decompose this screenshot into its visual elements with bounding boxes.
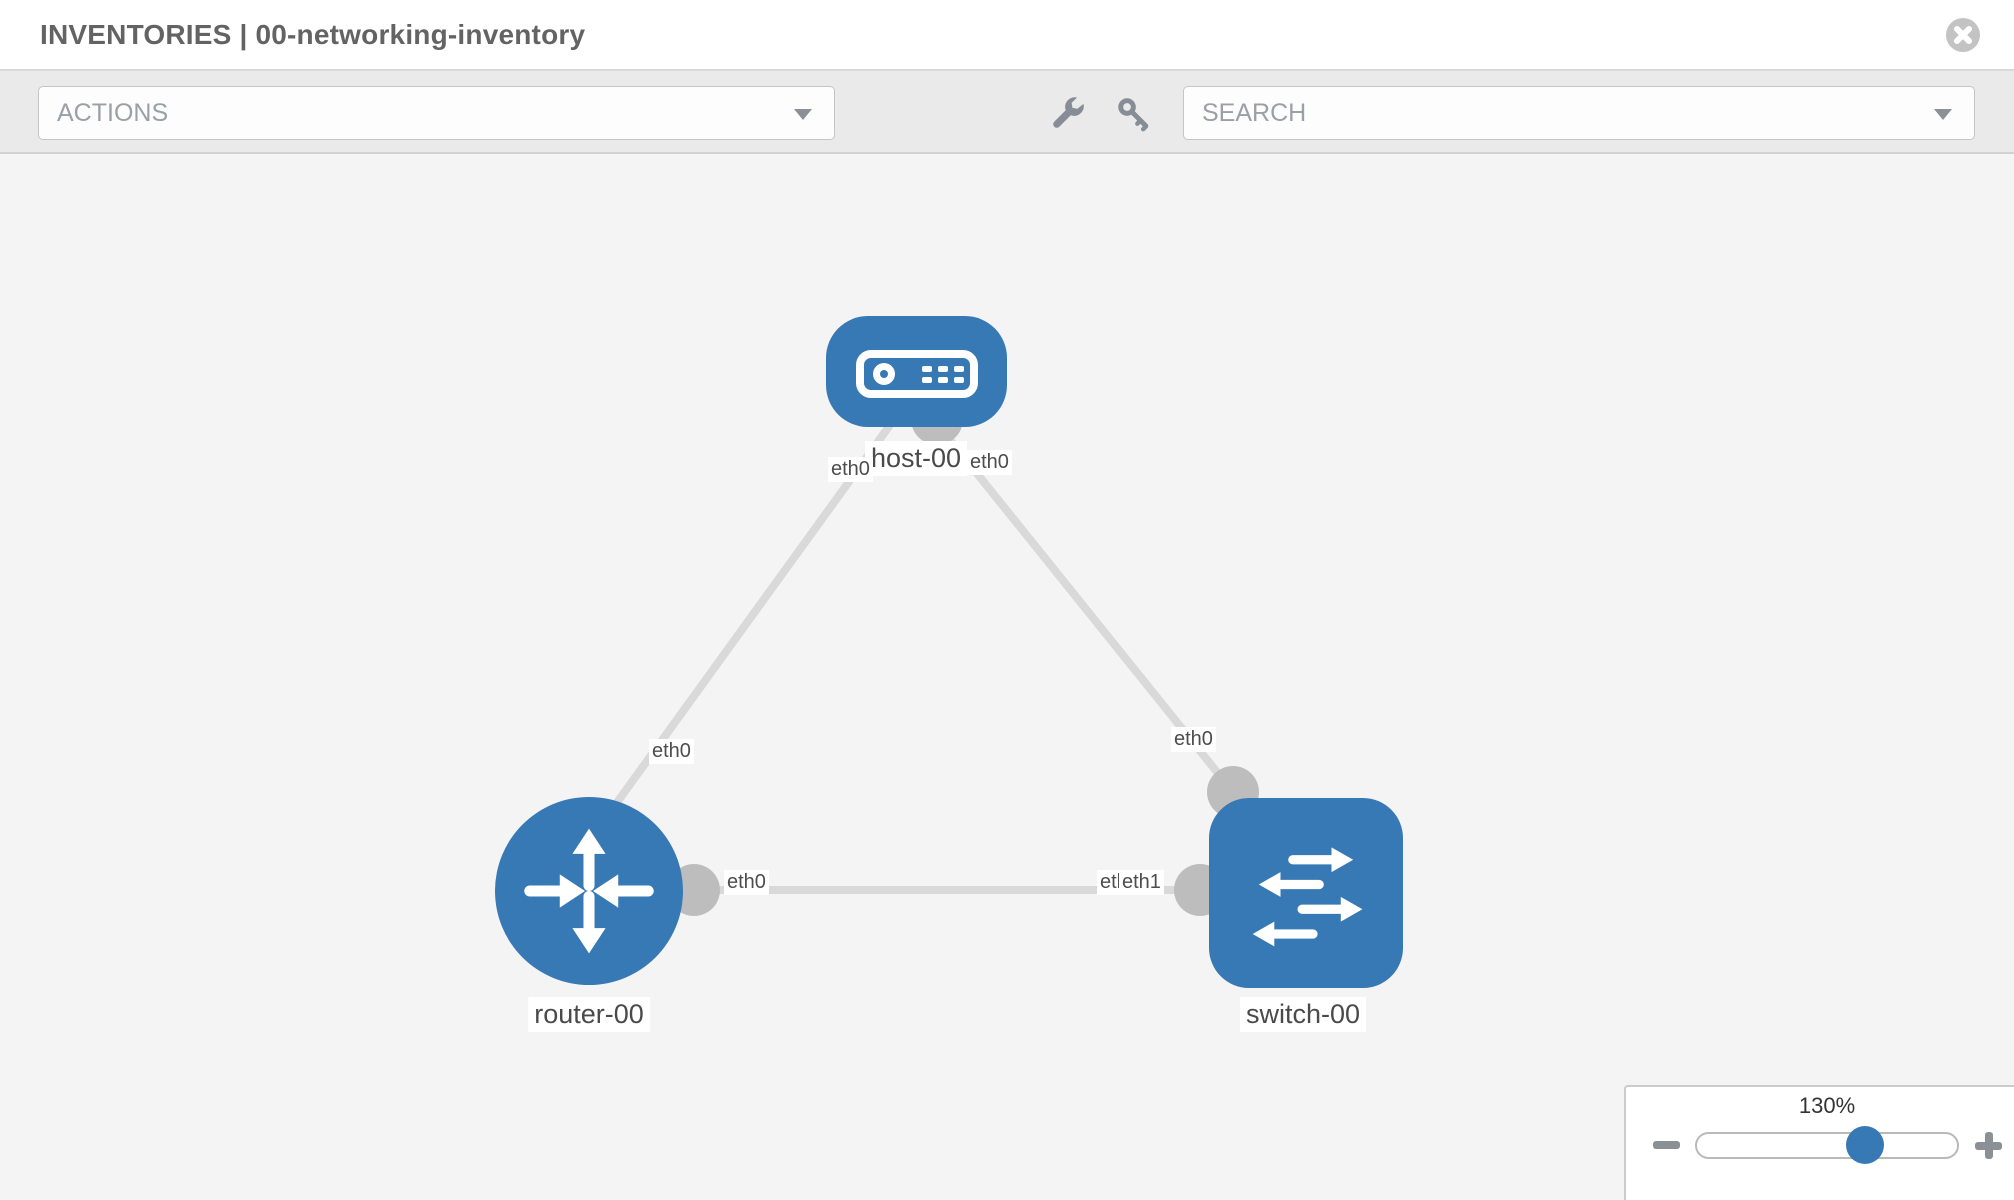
zoom-slider-thumb[interactable]: [1846, 1126, 1884, 1164]
node-router-00[interactable]: [495, 797, 683, 985]
configure-button[interactable]: [1045, 92, 1089, 136]
zoom-control-panel: 130%: [1624, 1085, 2014, 1200]
node-label-switch: switch-00: [1239, 997, 1367, 1032]
toolbar: ACTIONS SEARCH: [0, 71, 2014, 154]
zoom-out-button[interactable]: [1653, 1141, 1680, 1149]
node-label-router: router-00: [528, 997, 650, 1032]
page-title: INVENTORIES | 00-networking-inventory: [40, 19, 586, 50]
zoom-level-value: 130%: [1798, 1093, 1856, 1118]
close-icon: [1954, 26, 1972, 44]
actions-dropdown[interactable]: ACTIONS: [38, 86, 835, 140]
if-label-host-right: eth0: [967, 450, 1012, 475]
plus-icon: [1985, 1132, 1993, 1159]
actions-dropdown-label: ACTIONS: [57, 99, 169, 127]
search-dropdown[interactable]: SEARCH: [1183, 86, 1975, 140]
key-icon: [1118, 98, 1149, 132]
if-label-router-right: eth0: [724, 870, 769, 895]
node-switch-00[interactable]: [1209, 798, 1403, 988]
if-label-switch-top: eth0: [1171, 727, 1216, 752]
credentials-button[interactable]: [1112, 92, 1156, 136]
header: INVENTORIES | 00-networking-inventory: [0, 0, 2014, 71]
if-label-switch-left: eth1: [1119, 870, 1164, 895]
wrench-icon: [1053, 97, 1084, 128]
topology-canvas[interactable]: host-00 router-00 switch-00 eth0 eth0 et…: [0, 154, 2014, 1200]
link-layer: [609, 393, 1259, 916]
chevron-down-icon: [1934, 109, 1952, 120]
search-placeholder: SEARCH: [1202, 99, 1307, 127]
node-host-00[interactable]: [826, 316, 1007, 427]
zoom-in-button[interactable]: [1975, 1132, 2002, 1159]
close-button[interactable]: [1946, 18, 1980, 52]
switch-icon: [1252, 847, 1363, 947]
chevron-down-icon: [794, 109, 812, 120]
if-label-router-top: eth0: [649, 739, 694, 764]
if-label-host-left: eth0: [828, 457, 873, 482]
zoom-slider-track[interactable]: [1695, 1132, 1959, 1159]
node-label-host: host-00: [864, 441, 968, 476]
router-icon: [524, 828, 654, 954]
host-icon: [855, 349, 978, 398]
